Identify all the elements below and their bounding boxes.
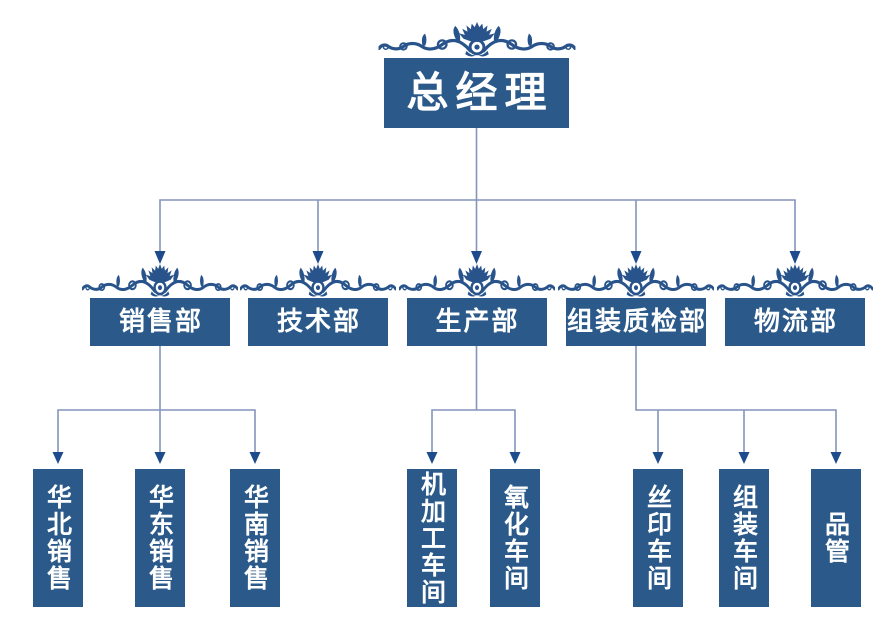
node-label: 华东销售: [145, 484, 175, 592]
node-label: 品管: [821, 511, 851, 565]
node-dept-technology: 技术部: [248, 298, 388, 346]
flourish-vine-icon: [611, 470, 641, 606]
flourish-crest-icon: [717, 264, 873, 298]
node-label: 销售部: [118, 307, 203, 337]
node-label: 组装质检部: [567, 307, 708, 337]
node-label: 物流部: [753, 307, 838, 337]
node-sub-oxidation-workshop: 氧化车间: [490, 469, 540, 607]
node-dept-logistics: 物流部: [725, 298, 865, 346]
flourish-vine-icon: [697, 470, 727, 606]
node-sub-north-china-sales: 华北销售: [33, 469, 83, 607]
node-label: 技术部: [276, 307, 361, 337]
flourish-crest-icon: [240, 264, 396, 298]
node-sub-machining-workshop: 机加工车间: [407, 469, 457, 607]
flourish-vine-icon: [113, 470, 143, 606]
node-label: 机加工车间: [417, 470, 447, 606]
node-dept-assembly-qc: 组装质检部: [566, 298, 706, 346]
node-sub-east-china-sales: 华东销售: [135, 469, 185, 607]
flourish-vine-icon: [385, 470, 415, 606]
node-sub-silkscreen-workshop: 丝印车间: [633, 469, 683, 607]
node-label: 组装车间: [729, 484, 759, 592]
flourish-crest-icon: [378, 22, 575, 58]
node-label: 华北销售: [43, 484, 73, 592]
node-label: 生产部: [435, 307, 520, 337]
flourish-vine-icon: [208, 470, 238, 606]
node-sub-assembly-workshop: 组装车间: [719, 469, 769, 607]
node-dept-sales: 销售部: [90, 298, 230, 346]
node-sub-south-china-sales: 华南销售: [230, 469, 280, 607]
node-dept-production: 生产部: [407, 298, 547, 346]
node-label: 氧化车间: [500, 484, 530, 592]
node-label: 丝印车间: [643, 484, 673, 592]
flourish-crest-icon: [558, 264, 714, 298]
node-sub-quality-control: 品管: [811, 469, 861, 607]
node-label: 总经理: [406, 68, 554, 117]
flourish-crest-icon: [399, 264, 555, 298]
flourish-crest-icon: [82, 264, 238, 298]
flourish-vine-icon: [11, 470, 41, 606]
node-general-manager: 总经理: [384, 58, 569, 128]
flourish-vine-icon: [468, 470, 498, 606]
flourish-vine-icon: [789, 470, 819, 606]
node-label: 华南销售: [240, 484, 270, 592]
